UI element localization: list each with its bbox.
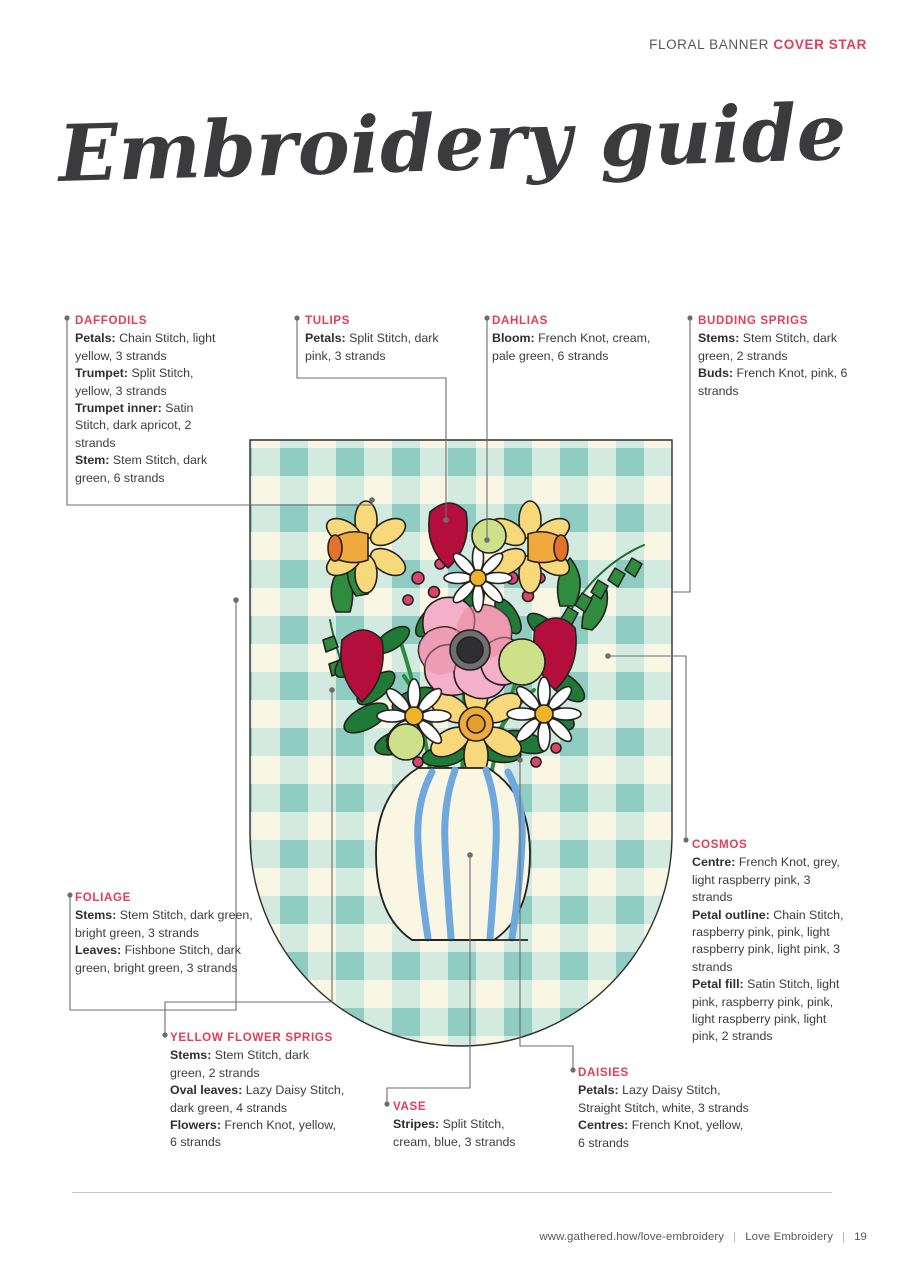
callout-line: Buds: French Knot, pink, 6 strands [698, 366, 848, 398]
cosmos-flower [417, 596, 527, 700]
callout-foliage: FOLIAGE Stems: Stem Stitch, dark green, … [75, 889, 255, 977]
callout-cosmos: COSMOS Centre: French Knot, grey, light … [692, 836, 852, 1046]
callout-line: Trumpet inner: Satin Stitch, dark aprico… [75, 401, 194, 450]
callout-body: Petals: Chain Stitch, light yellow, 3 st… [75, 330, 225, 487]
callout-heading: BUDDING SPRIGS [698, 314, 809, 327]
callout-heading: TULIPS [305, 314, 351, 327]
callout-yellow-flower-sprigs: YELLOW FLOWER SPRIGS Stems: Stem Stitch,… [170, 1029, 345, 1152]
callout-daisies: DAISIES Petals: Lazy Daisy Stitch, Strai… [578, 1064, 753, 1152]
callout-line: Stems: Stem Stitch, dark green, 2 strand… [698, 331, 838, 363]
daisy [376, 543, 582, 754]
callout-term: Bloom: [492, 331, 535, 346]
callout-heading: YELLOW FLOWER SPRIGS [170, 1031, 333, 1044]
callout-daffodils: DAFFODILS Petals: Chain Stitch, light ye… [75, 312, 225, 487]
callout-term: Petals: [305, 331, 346, 346]
callout-term: Trumpet inner: [75, 401, 162, 416]
callout-vase: VASE Stripes: Split Stitch, cream, blue,… [393, 1098, 533, 1151]
callout-term: Stripes: [393, 1117, 440, 1132]
callout-term: Petal fill: [692, 977, 744, 992]
callout-heading: VASE [393, 1100, 427, 1113]
callout-line: Bloom: French Knot, cream, pale green, 6… [492, 331, 651, 363]
callout-line: Trumpet: Split Stitch, yellow, 3 strands [75, 366, 194, 398]
footer-page-number: 19 [854, 1231, 867, 1243]
tulip [340, 502, 577, 703]
header-accent: COVER STAR [773, 37, 867, 52]
callout-term: Centre: [692, 855, 736, 870]
callout-term: Stems: [170, 1048, 212, 1063]
callout-term: Petals: [75, 331, 116, 346]
callout-heading: DAHLIAS [492, 314, 548, 327]
budding-sprig-left [322, 619, 353, 691]
callout-line: Leaves: Fishbone Stitch, dark green, bri… [75, 943, 241, 975]
daffodil [325, 500, 571, 778]
callout-line: Stripes: Split Stitch, cream, blue, 3 st… [393, 1117, 516, 1149]
page-footer: www.gathered.how/love-embroidery | Love … [539, 1231, 867, 1243]
callout-heading: FOLIAGE [75, 891, 131, 904]
callout-heading: DAFFODILS [75, 314, 148, 327]
callout-term: Stems: [75, 908, 117, 923]
callout-body: Stripes: Split Stitch, cream, blue, 3 st… [393, 1116, 533, 1151]
callout-body: Stems: Stem Stitch, dark green, 2 strand… [698, 330, 858, 400]
footer-url[interactable]: www.gathered.how/love-embroidery [539, 1231, 725, 1243]
callout-body: Petals: Split Stitch, dark pink, 3 stran… [305, 330, 455, 365]
callout-heading: DAISIES [578, 1066, 629, 1079]
callout-body: Bloom: French Knot, cream, pale green, 6… [492, 330, 657, 365]
page-header: FLORAL BANNER COVER STAR [649, 37, 867, 52]
callout-term: Petals: [578, 1083, 619, 1098]
footer-magazine: Love Embroidery [745, 1231, 834, 1243]
callout-line: Oval leaves: Lazy Daisy Stitch, dark gre… [170, 1083, 345, 1115]
callout-line: Petals: Chain Stitch, light yellow, 3 st… [75, 331, 216, 363]
gingham-banner [249, 439, 673, 1047]
vase [375, 766, 531, 942]
callout-line: Stem: Stem Stitch, dark green, 6 strands [75, 453, 208, 485]
callout-line: Centre: French Knot, grey, light raspber… [692, 855, 840, 905]
callout-tulips: TULIPS Petals: Split Stitch, dark pink, … [305, 312, 455, 365]
foliage-back [330, 549, 609, 631]
footer-rule [72, 1192, 832, 1193]
callout-line: Stems: Stem Stitch, dark green, 2 strand… [170, 1048, 310, 1080]
callout-heading: COSMOS [692, 838, 748, 851]
callout-term: Oval leaves: [170, 1083, 243, 1098]
header-prefix: FLORAL BANNER [649, 37, 770, 52]
callout-line: Petals: Lazy Daisy Stitch, Straight Stit… [578, 1083, 749, 1115]
berries [386, 558, 562, 768]
dahlia [387, 518, 546, 761]
leaves [334, 585, 586, 768]
page-title: Embroidery guide [57, 87, 848, 200]
callout-line: Centres: French Knot, yellow, 6 strands [578, 1118, 744, 1150]
callout-term: Flowers: [170, 1118, 221, 1133]
callout-body: Petals: Lazy Daisy Stitch, Straight Stit… [578, 1082, 753, 1152]
callout-body: Centre: French Knot, grey, light raspber… [692, 854, 852, 1045]
bouquet [322, 500, 645, 778]
footer-separator: | [842, 1231, 846, 1243]
callout-term: Centres: [578, 1118, 629, 1133]
callout-body: Stems: Stem Stitch, dark green, bright g… [75, 907, 255, 977]
stems [398, 626, 536, 774]
callout-budding-sprigs: BUDDING SPRIGS Stems: Stem Stitch, dark … [698, 312, 858, 400]
callout-term: Petal outline: [692, 907, 770, 922]
callout-term: Stem: [75, 453, 110, 468]
budding-sprig [560, 544, 645, 627]
callout-term: Stems: [698, 331, 740, 346]
footer-separator: | [733, 1231, 737, 1243]
callout-line: Petal outline: Chain Stitch, raspberry p… [692, 907, 844, 974]
callout-term: Trumpet: [75, 366, 129, 381]
callout-line: Petal fill: Satin Stitch, light pink, ra… [692, 977, 840, 1044]
vase-stripes [414, 766, 526, 942]
callout-dahlias: DAHLIAS Bloom: French Knot, cream, pale … [492, 312, 657, 365]
callout-line: Stems: Stem Stitch, dark green, bright g… [75, 908, 253, 940]
callout-line: Flowers: French Knot, yellow, 6 strands [170, 1118, 336, 1150]
callout-term: Leaves: [75, 943, 122, 958]
callout-body: Stems: Stem Stitch, dark green, 2 strand… [170, 1047, 345, 1151]
callout-term: Buds: [698, 366, 734, 381]
callout-line: Petals: Split Stitch, dark pink, 3 stran… [305, 331, 439, 363]
